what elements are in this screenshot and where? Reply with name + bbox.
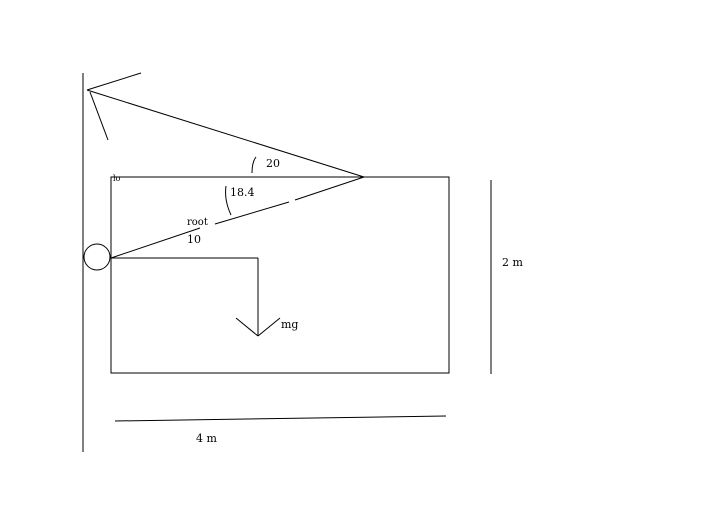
width-label: 4 m [196,432,217,445]
anchor-lower-stroke [89,91,109,141]
diagonal-lower-segment [110,227,201,259]
angle-arc-inner [225,185,232,216]
ten-label: 10 [187,233,201,246]
plate-rectangle [110,176,450,374]
diagonal-upper-segment [294,176,365,201]
angle-top-label: 20 [266,157,280,170]
upper-rope [86,89,365,178]
diagonal-middle-segment [214,201,290,225]
corner-mark: lo [113,174,121,183]
weight-arrowhead-right [257,317,281,337]
anchor-upper-stroke [86,72,142,91]
width-dimension-line [114,415,447,422]
height-label: 2 m [502,256,523,269]
hinge-circle [83,243,111,271]
angle-inner-label: 18.4 [230,186,255,199]
weight-label: mg [281,318,298,331]
root-label: root [187,217,208,228]
angle-arc-top [251,156,257,174]
weight-arrowhead-left [235,317,259,337]
